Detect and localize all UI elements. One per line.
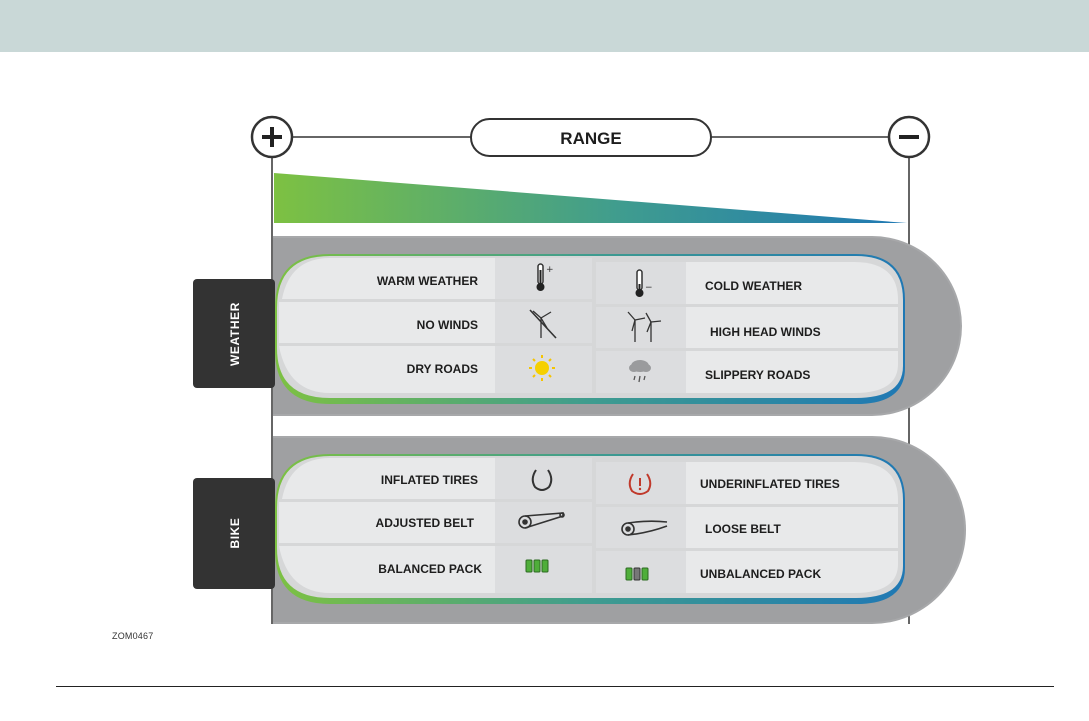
weather-title: WEATHER	[228, 302, 242, 366]
weather-panel	[273, 236, 962, 416]
bike-tab: BIKE	[193, 478, 275, 589]
range-title: RANGE	[560, 129, 621, 148]
label-underinflated-tires: UNDERINFLATED TIRES	[700, 477, 840, 491]
label-adjusted-belt: ADJUSTED BELT	[376, 516, 475, 530]
footer-rule	[56, 686, 1054, 687]
label-dry-roads: DRY ROADS	[407, 362, 478, 376]
range-gradient-wedge	[274, 173, 907, 223]
label-slippery-roads: SLIPPERY ROADS	[705, 368, 810, 382]
weather-tab: WEATHER	[193, 279, 275, 388]
label-balanced-pack: BALANCED PACK	[378, 562, 482, 576]
figure-code: ZOM0467	[112, 631, 153, 641]
label-unbalanced-pack: UNBALANCED PACK	[700, 567, 821, 581]
label-loose-belt: LOOSE BELT	[705, 522, 781, 536]
label-warm-weather: WARM WEATHER	[377, 274, 478, 288]
label-high-head-winds: HIGH HEAD WINDS	[710, 325, 821, 339]
svg-text:−: −	[645, 283, 653, 293]
label-no-winds: NO WINDS	[417, 318, 478, 332]
svg-text:+: +	[546, 265, 554, 275]
bike-panel	[273, 436, 966, 624]
range-pill: RANGE	[471, 119, 711, 156]
label-inflated-tires: INFLATED TIRES	[381, 473, 478, 487]
unbalanced-pack-icon	[626, 568, 648, 580]
label-cold-weather: COLD WEATHER	[705, 279, 802, 293]
minus-icon	[889, 117, 929, 157]
plus-icon	[252, 117, 292, 157]
battery-pack-icon	[526, 560, 548, 572]
bike-title: BIKE	[228, 517, 242, 548]
